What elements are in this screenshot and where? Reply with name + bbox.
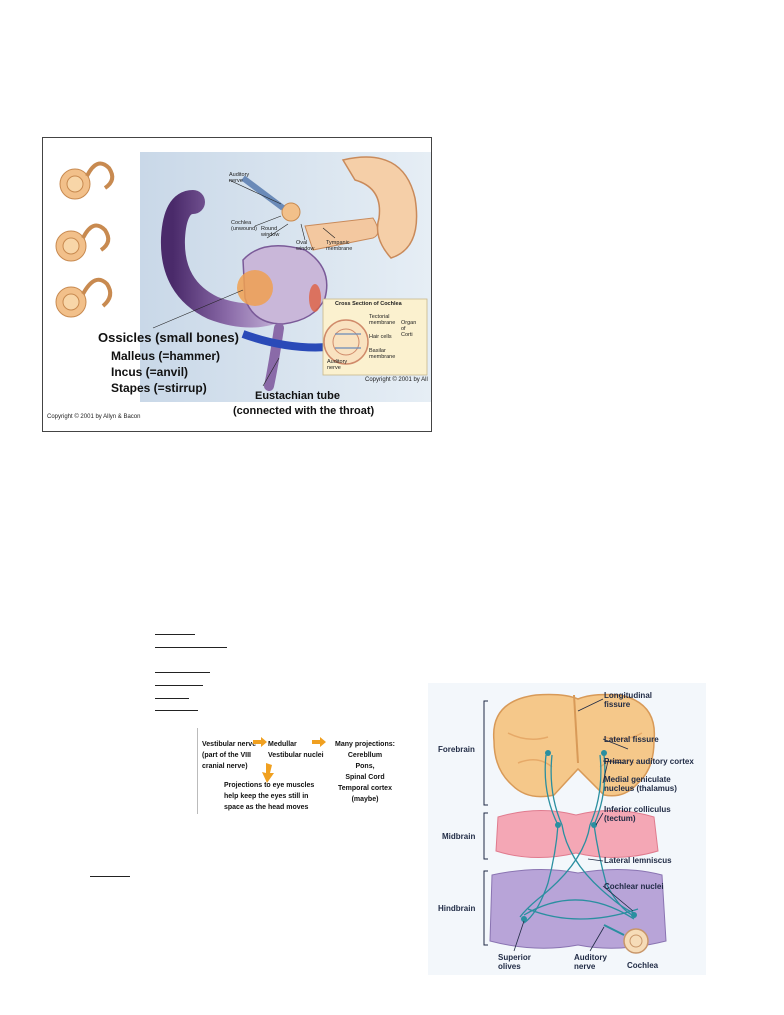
label-cochlea-unwound: Cochlea (unwound)	[231, 220, 257, 232]
label-lateral-fissure: Lateral fissure	[604, 735, 659, 744]
label-cochlea: Cochlea	[627, 961, 659, 970]
flow-arrow-down	[262, 763, 274, 783]
label-longitudinal-fissure: Longitudinal fissure	[604, 691, 652, 709]
label-round-window: Round window	[261, 226, 280, 238]
label-inferior-colliculus: Inferior colliculus (tectum)	[604, 805, 671, 823]
division-midbrain: Midbrain	[442, 832, 476, 841]
label-auditory-nerve: Auditory nerve	[574, 953, 607, 971]
blank-line-3	[155, 672, 210, 673]
blank-line-2	[155, 647, 227, 648]
ear-anatomy-figure: Auditory nerve Cochlea (unwound) Round w…	[42, 137, 432, 432]
copyright-right: Copyright © 2001 by All	[365, 377, 428, 383]
flow-many-projections: Many projections: Cerebllum Pons, Spinal…	[335, 741, 395, 803]
flow-medullar-nuclei: Medullar Vestibular nuclei	[268, 741, 324, 759]
label-auditory-nerve: Auditory nerve	[229, 172, 250, 184]
flow-arrow-right-2	[312, 737, 326, 747]
flow-divider	[197, 728, 198, 814]
flow-vestibular-nerve: Vestibular nerve (part of the VIII crani…	[202, 741, 257, 770]
ossicle-malleus: Malleus (=hammer)	[111, 349, 221, 363]
flow-arrow-right-1	[253, 737, 267, 747]
inset-basilar: Basilar membrane	[369, 348, 396, 360]
blank-line-5	[155, 698, 189, 699]
inset-title: Cross Section of Cochlea	[335, 301, 402, 307]
label-medial-geniculate: Medial geniculate nucleus (thalamus)	[604, 775, 677, 793]
vestibular-flow-diagram: Vestibular nerve (part of the VIII crani…	[197, 728, 407, 814]
label-cochlear-nuclei: Cochlear nuclei	[604, 882, 664, 891]
label-lateral-lemniscus: Lateral lemniscus	[604, 856, 672, 865]
blank-line-6	[155, 710, 198, 711]
ossicle-incus: Incus (=anvil)	[111, 365, 189, 379]
ossicle-stapes: Stapes (=stirrup)	[111, 381, 207, 395]
label-superior-olives: Superior olives	[498, 953, 531, 971]
blank-line-4	[155, 685, 203, 686]
auditory-pathway-figure: Forebrain Midbrain Hindbrain Longitudina…	[428, 683, 706, 975]
brain-illustration	[483, 693, 667, 954]
blank-line-1	[155, 634, 195, 635]
ossicles-title: Ossicles (small bones)	[98, 330, 239, 345]
label-primary-auditory-cortex: Primary auditory cortex	[604, 757, 694, 766]
copyright-left: Copyright © 2001 by Allyn & Bacon	[47, 414, 141, 420]
flow-eye-muscles: Projections to eye muscles help keep the…	[224, 782, 315, 811]
ear-illustration	[55, 152, 431, 402]
eustachian-note: (connected with the throat)	[233, 405, 375, 417]
division-forebrain: Forebrain	[438, 745, 475, 754]
division-hindbrain: Hindbrain	[438, 904, 476, 913]
eustachian-title: Eustachian tube	[255, 390, 340, 402]
inset-organ-of-corti: Organ of Corti	[401, 320, 417, 338]
label-oval-window: Oval window	[296, 240, 315, 252]
inset-auditory-nerve: Auditory nerve	[327, 359, 348, 371]
blank-line-7	[90, 876, 130, 877]
label-tympanic-membrane: Tympanic membrane	[326, 240, 353, 252]
inset-hair-cells: Hair cells	[369, 334, 392, 340]
inset-tectorial: Tectorial membrane	[369, 314, 396, 326]
